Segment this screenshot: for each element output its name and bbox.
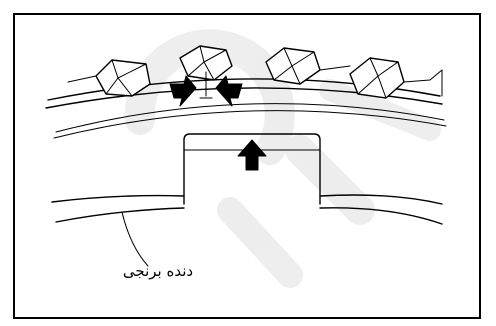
up-arrow [237, 139, 267, 171]
figure-frame [13, 13, 481, 319]
sleeve-tooth-4 [349, 57, 431, 99]
label-leader [121, 211, 149, 267]
sleeve-tooth-2 [179, 45, 233, 81]
sleeve-teeth [67, 45, 443, 99]
brass-ring-arcs [51, 194, 443, 225]
arrow-right [215, 75, 243, 107]
sleeve-tooth-3 [265, 47, 351, 85]
sleeve-edge-right [429, 69, 443, 97]
chamfer-arrows [169, 75, 243, 107]
brass-ring-label: دنده برنجی [123, 262, 193, 280]
sleeve-tooth-1 [67, 59, 151, 97]
arrow-left [169, 75, 197, 107]
contact-point [199, 71, 213, 99]
